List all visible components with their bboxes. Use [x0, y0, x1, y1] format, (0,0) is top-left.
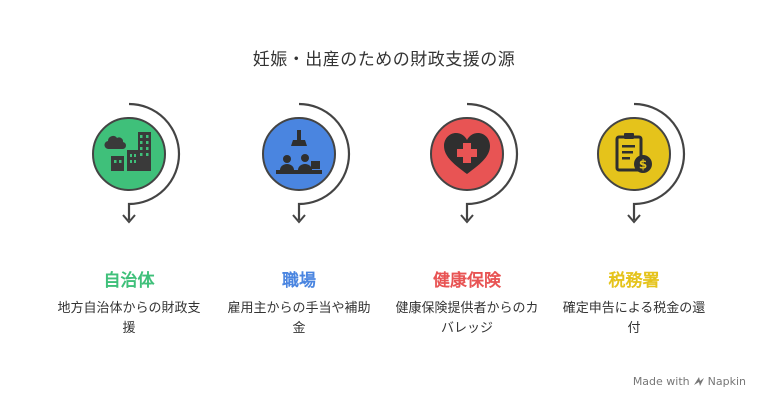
- flow-arc: [297, 102, 351, 220]
- medical-heart-icon: [444, 133, 490, 174]
- down-arrow-icon: [122, 214, 136, 224]
- item-heading-tax-office: 税務署: [608, 271, 660, 291]
- flow-arc: [127, 102, 181, 220]
- napkin-logo-icon: [693, 377, 704, 386]
- down-arrow-icon: [292, 214, 306, 224]
- svg-text:$: $: [639, 158, 647, 172]
- item-heading-municipality: 自治体: [103, 271, 155, 291]
- item-circle: [262, 117, 336, 191]
- item-description-municipality: 地方自治体からの財政支援: [57, 301, 201, 336]
- napkin-watermark: Made with Napkin: [633, 375, 746, 388]
- item-heading-health-insurance: 健康保険: [433, 271, 501, 291]
- item-circle: [597, 117, 671, 191]
- item-description-health-insurance: 健康保険提供者からのカバレッジ: [395, 301, 539, 336]
- workplace-desk-icon: [276, 130, 322, 174]
- napkin-brand: Napkin: [707, 375, 746, 388]
- down-arrow-icon: [460, 214, 474, 224]
- made-with-label: Made with: [632, 375, 690, 388]
- flow-arc: [632, 102, 686, 220]
- down-arrow-icon: [627, 214, 641, 224]
- tax-clipboard-icon: $: [615, 133, 652, 173]
- flow-arc: [465, 102, 519, 220]
- item-health-insurance: [430, 102, 519, 224]
- item-municipality: [92, 102, 181, 224]
- item-heading-workplace: 職場: [282, 271, 316, 291]
- diagram-title: 妊娠・出産のための財政支援の源: [252, 50, 516, 70]
- city-buildings-icon: [104, 132, 151, 171]
- item-tax-office: $: [597, 102, 686, 224]
- item-description-workplace: 雇用主からの手当や補助金: [227, 301, 371, 336]
- item-description-tax-office: 確定申告による税金の還付: [562, 301, 706, 336]
- item-workplace: [262, 102, 351, 224]
